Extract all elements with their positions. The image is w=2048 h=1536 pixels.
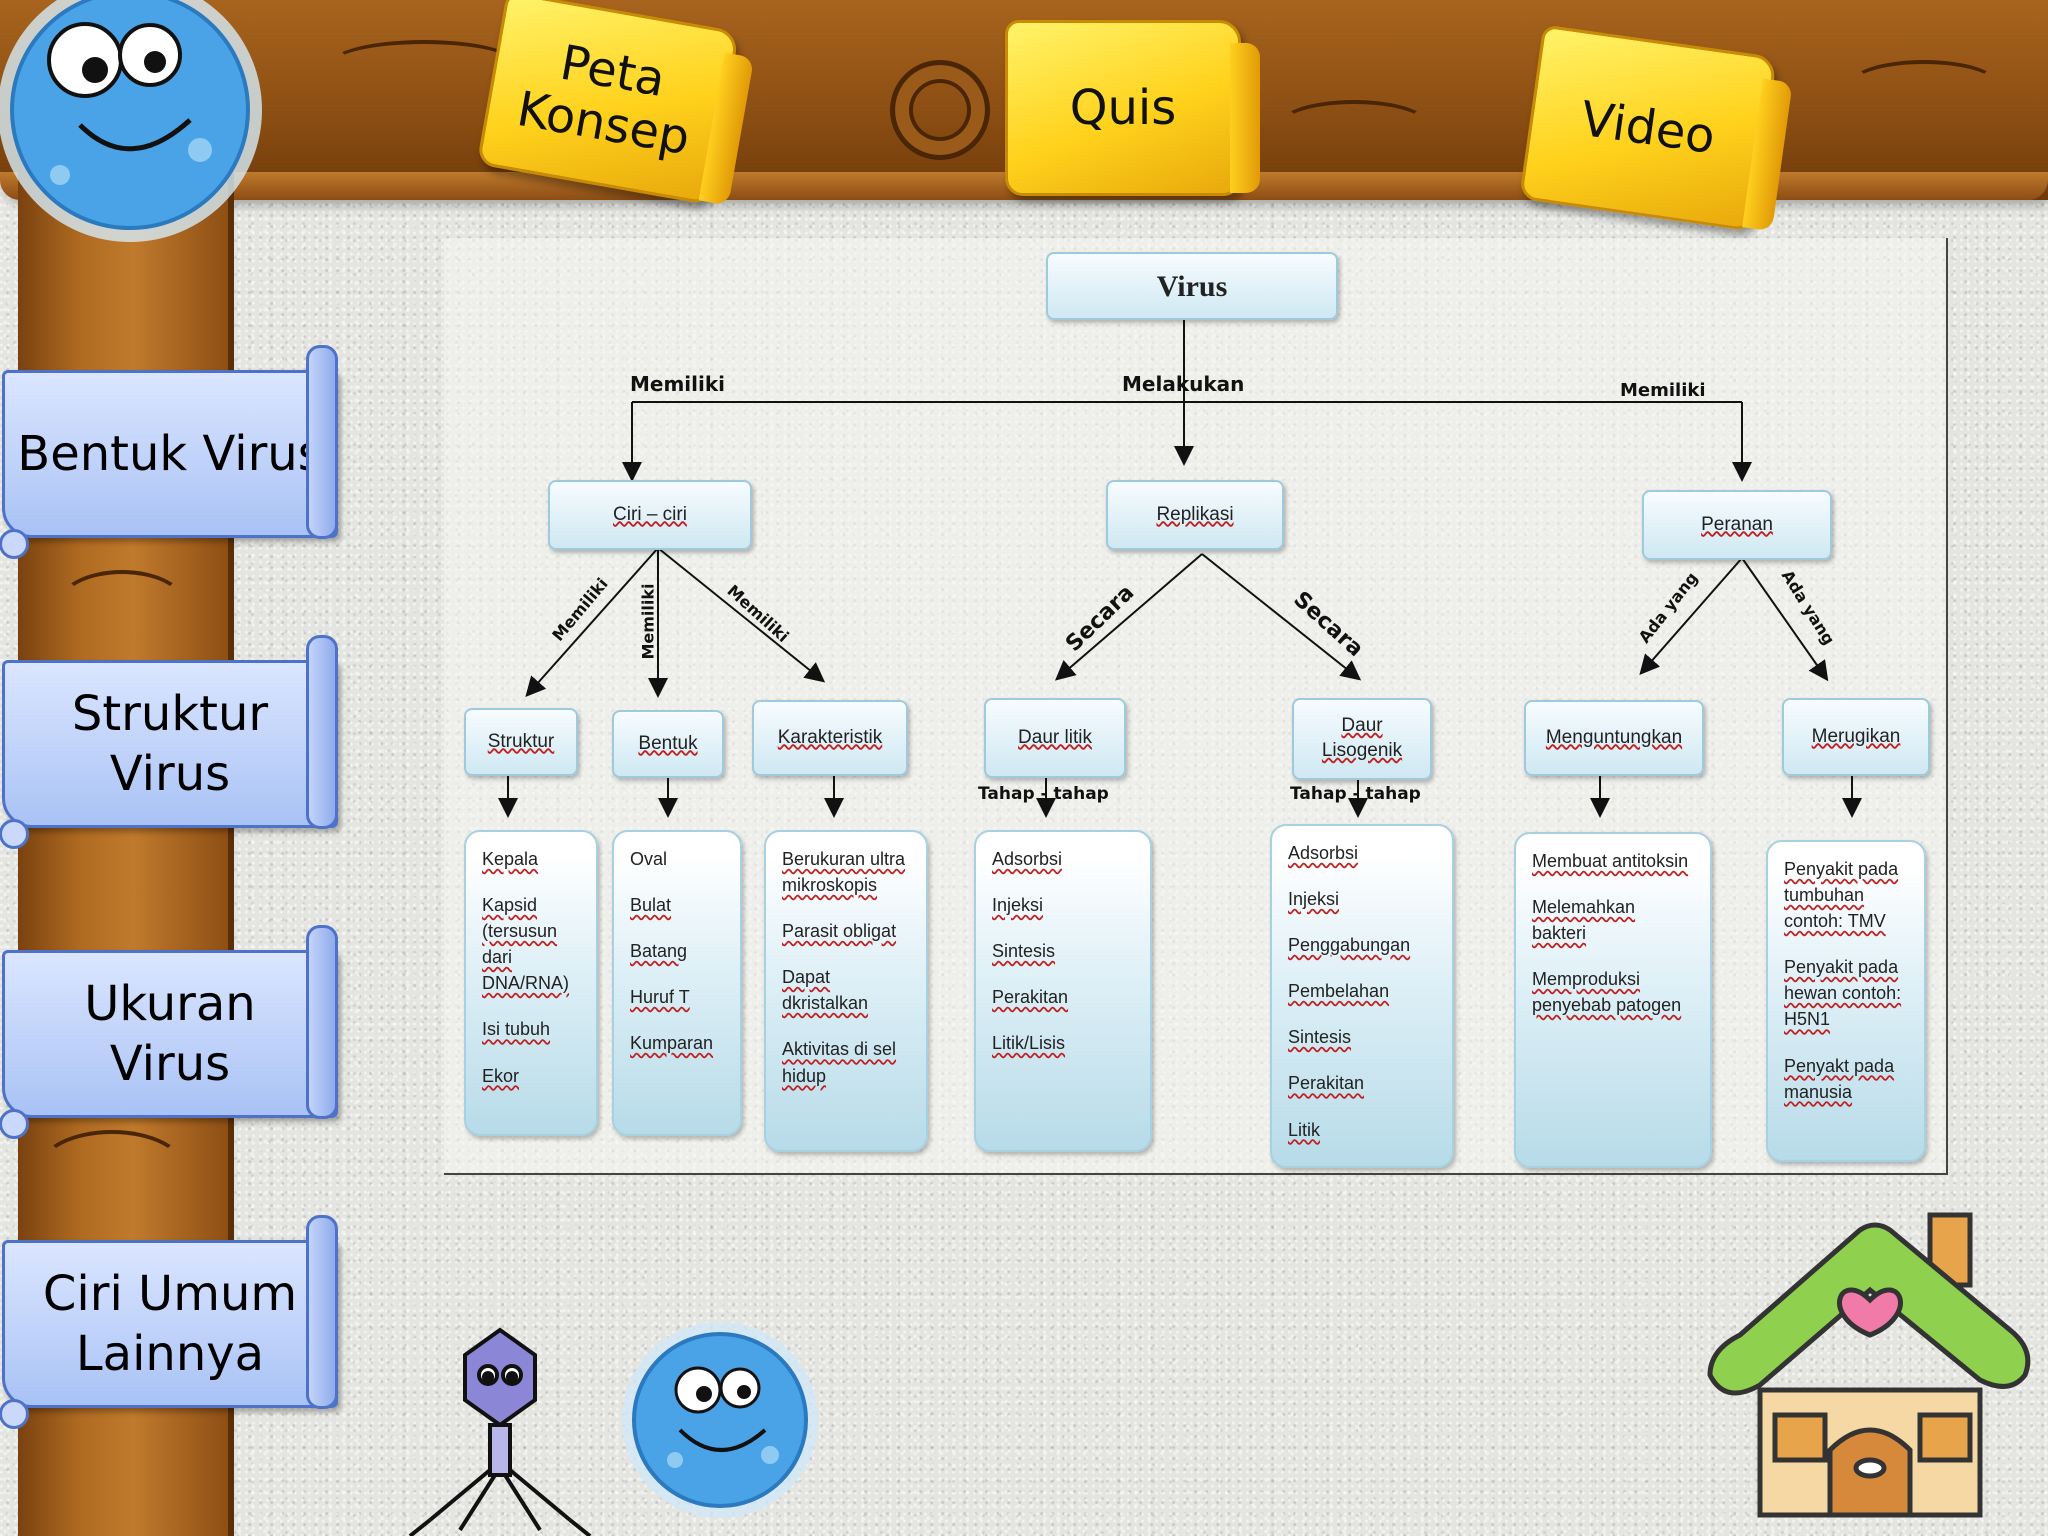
list-item: Membuat antitoksin bbox=[1532, 851, 1689, 871]
list-item: Perakitan bbox=[992, 987, 1069, 1008]
list-item: Adsorbsi bbox=[1288, 843, 1359, 863]
list-item: Sintesis bbox=[1288, 1027, 1352, 1048]
list-item: Ekor bbox=[482, 1065, 520, 1086]
list-item: Berukuran ultra mikroskopis bbox=[782, 849, 906, 896]
node-merugikan: Merugikan bbox=[1782, 698, 1930, 776]
list-item: Litik/Lisis bbox=[992, 1033, 1066, 1054]
list-item: Kapsid (tersusun dari DNA/RNA) bbox=[482, 895, 570, 994]
list-item: Parasit obligat bbox=[782, 921, 897, 942]
bacteriophage-icon bbox=[408, 1327, 592, 1536]
menu-bentuk-virus[interactable]: Bentuk Virus bbox=[0, 345, 338, 559]
list-item: Bulat bbox=[630, 895, 672, 916]
node-struktur: Struktur bbox=[464, 708, 578, 776]
list-item: Kepala bbox=[482, 849, 539, 869]
list-item: Oval bbox=[630, 849, 668, 869]
list-daur-litik: Adsorbsi Injeksi Sintesis Perakitan Liti… bbox=[974, 830, 1152, 1152]
list-item: Melemahkan bakteri bbox=[1532, 897, 1636, 944]
node-daur-litik: Daur litik bbox=[984, 698, 1126, 778]
list-item: Isi tubuh bbox=[482, 1019, 551, 1040]
list-karakteristik: Berukuran ultra mikroskopis Parasit obli… bbox=[764, 830, 928, 1152]
menu-label: Ciri Umum bbox=[42, 1266, 298, 1322]
menu-label: Ukuran bbox=[84, 976, 256, 1032]
list-struktur: Kepala Kapsid (tersusun dari DNA/RNA) Is… bbox=[464, 830, 598, 1136]
node-ciri-ciri: Ciri – ciri bbox=[548, 480, 752, 550]
edge-label: Memiliki bbox=[638, 583, 658, 660]
edge-label: Tahap - tahap bbox=[1290, 784, 1421, 804]
list-menguntungkan: Membuat antitoksin Melemahkan bakteri Me… bbox=[1514, 832, 1712, 1168]
list-item: Pembelahan bbox=[1288, 981, 1390, 1002]
list-item: Penggabungan bbox=[1288, 935, 1411, 956]
list-item: Aktivitas di sel hidup bbox=[782, 1039, 897, 1086]
node-virus: Virus bbox=[1046, 252, 1338, 320]
menu-label: Lainnya bbox=[75, 1326, 265, 1382]
list-item: Injeksi bbox=[992, 895, 1044, 916]
home-icon[interactable] bbox=[1690, 1200, 2040, 1530]
wood-knot-icon bbox=[890, 60, 990, 160]
list-item: Adsorbsi bbox=[992, 849, 1063, 869]
list-item: Huruf T bbox=[630, 987, 690, 1008]
edge-label: Memiliki bbox=[1620, 380, 1706, 401]
list-item: Kumparan bbox=[630, 1033, 714, 1054]
list-item: Dapat dkristalkan bbox=[782, 967, 869, 1014]
list-item: Litik bbox=[1288, 1119, 1321, 1140]
folder-quis[interactable]: Quis bbox=[1005, 20, 1260, 196]
folder-label: Quis bbox=[1069, 79, 1177, 136]
node-bentuk: Bentuk bbox=[612, 710, 724, 778]
list-item: Penyakt pada manusia bbox=[1784, 1055, 1895, 1102]
node-daur-lisogenik: Daur Lisogenik bbox=[1292, 698, 1432, 780]
list-item: Memproduksi penyebab patogen bbox=[1532, 969, 1682, 1016]
edge-label: Melakukan bbox=[1122, 372, 1245, 396]
list-merugikan: Penyakit pada tumbuhan contoh: TMV Penya… bbox=[1766, 840, 1926, 1162]
list-item: Batang bbox=[630, 941, 688, 962]
menu-label: Bentuk Virus bbox=[17, 426, 323, 482]
virus-mascot-icon bbox=[0, 0, 262, 242]
virus-mascot-icon bbox=[622, 1322, 818, 1518]
list-item: Penyakit pada tumbuhan contoh: TMV bbox=[1784, 859, 1899, 932]
edge-label: Tahap - tahap bbox=[978, 784, 1109, 804]
list-bentuk: Oval Bulat Batang Huruf T Kumparan bbox=[612, 830, 742, 1136]
menu-label: Virus bbox=[109, 746, 231, 802]
menu-label: Virus bbox=[109, 1036, 231, 1092]
list-item: Injeksi bbox=[1288, 889, 1340, 910]
list-item: Sintesis bbox=[992, 941, 1056, 962]
edge-label: Memiliki bbox=[630, 372, 726, 396]
list-item: Perakitan bbox=[1288, 1073, 1365, 1094]
list-item: Penyakit pada hewan contoh: H5N1 bbox=[1784, 957, 1902, 1030]
node-karakteristik: Karakteristik bbox=[752, 700, 908, 776]
node-replikasi: Replikasi bbox=[1106, 480, 1284, 550]
list-daur-lisogenik: Adsorbsi Injeksi Penggabungan Pembelahan… bbox=[1270, 824, 1454, 1168]
menu-label: Struktur bbox=[71, 686, 269, 742]
node-peranan: Peranan bbox=[1642, 490, 1832, 560]
node-menguntungkan: Menguntungkan bbox=[1524, 700, 1704, 776]
